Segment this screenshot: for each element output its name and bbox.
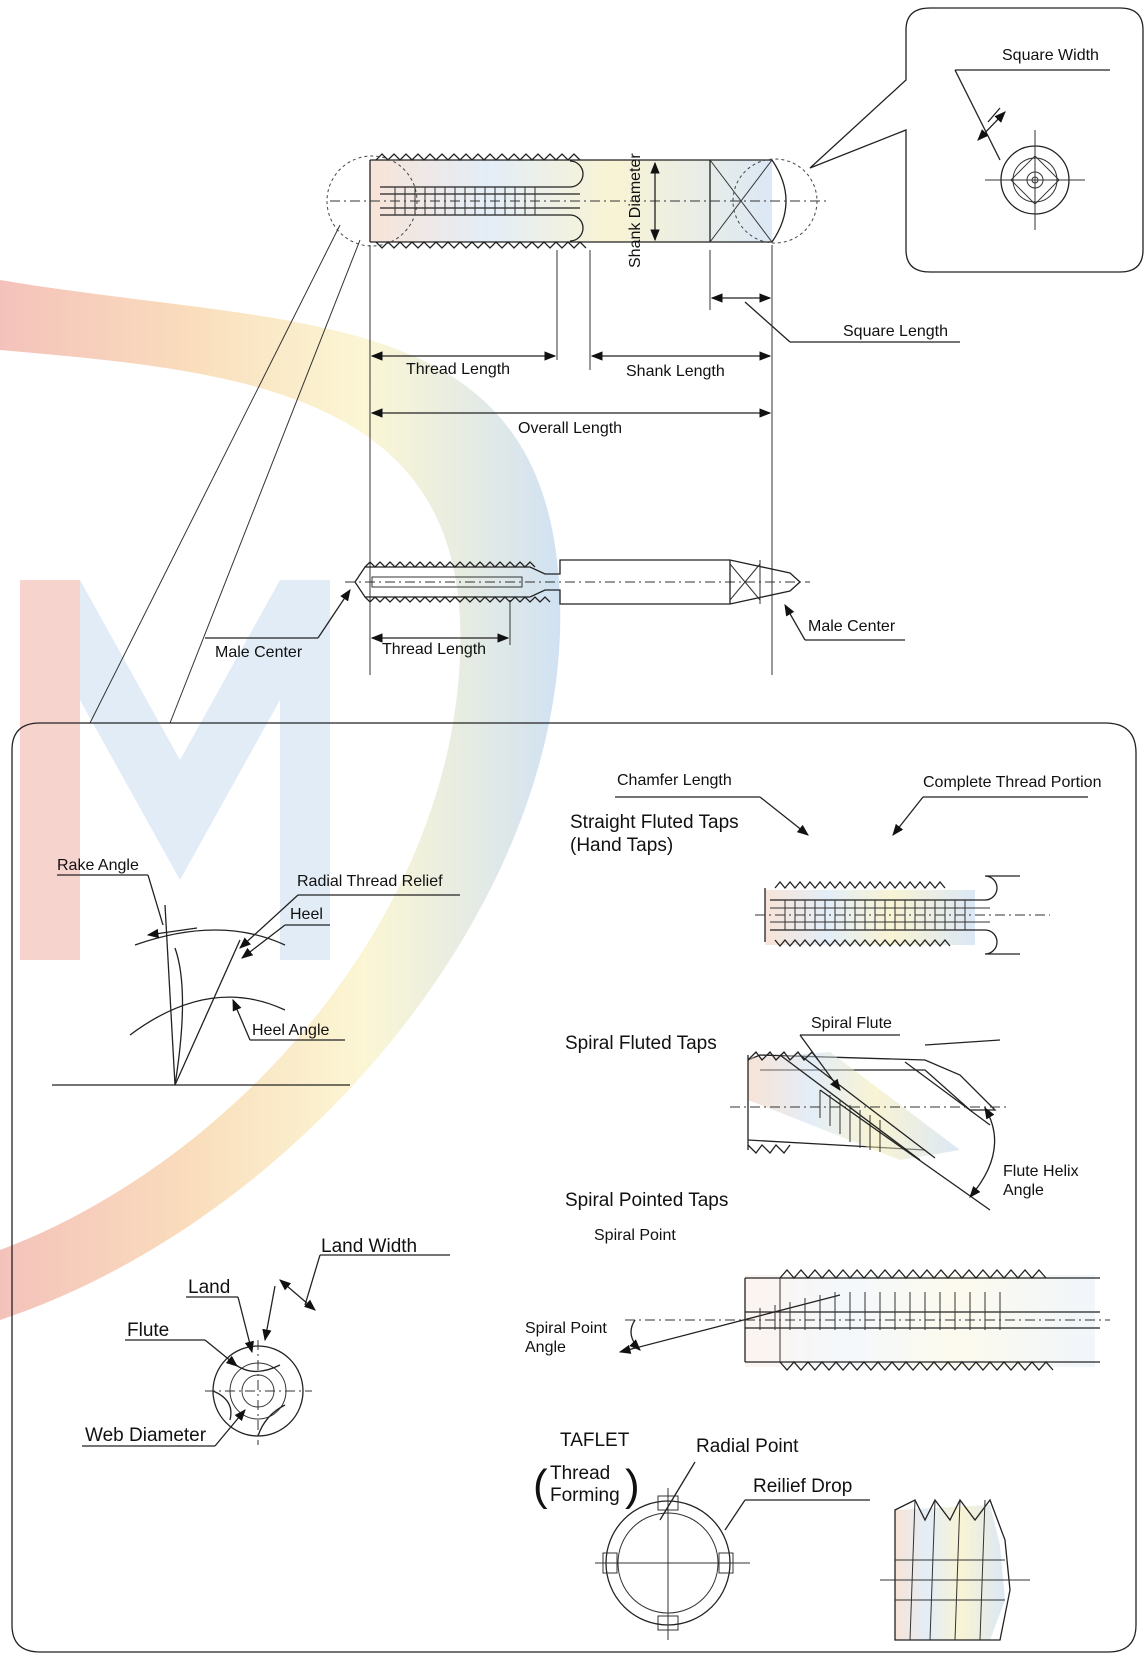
label-relief-drop: Reilief Drop bbox=[753, 1476, 852, 1497]
label-complete-thread-portion: Complete Thread Portion bbox=[923, 774, 1101, 791]
label-male-center-right: Male Center bbox=[808, 618, 896, 635]
spiral-fluted-tap-drawing bbox=[730, 1034, 1010, 1211]
label-taflet: TAFLET bbox=[560, 1430, 630, 1451]
label-spiral-fluted-taps: Spiral Fluted Taps bbox=[565, 1033, 717, 1054]
thread-profile-bottom bbox=[375, 241, 587, 249]
label-thread-forming-1: Thread bbox=[550, 1463, 610, 1484]
label-thread-length-top: Thread Length bbox=[406, 361, 510, 378]
label-chamfer-length: Chamfer Length bbox=[617, 772, 732, 789]
label-spiral-pointed-taps: Spiral Pointed Taps bbox=[565, 1190, 728, 1211]
label-flute: Flute bbox=[127, 1320, 169, 1341]
label-square-width: Square Width bbox=[1002, 47, 1099, 64]
label-web-diameter: Web Diameter bbox=[85, 1425, 207, 1446]
label-spiral-flute: Spiral Flute bbox=[811, 1015, 892, 1032]
label-thread-forming-2: Forming bbox=[550, 1485, 620, 1506]
taflet-side-view bbox=[880, 1498, 1030, 1641]
tap-main-drawing bbox=[326, 153, 830, 249]
paren-left: ( bbox=[533, 1461, 548, 1510]
label-square-length: Square Length bbox=[843, 323, 948, 340]
tap-long-shank-drawing bbox=[205, 559, 905, 645]
paren-right: ) bbox=[625, 1461, 640, 1510]
label-flute-helix-angle: Angle bbox=[1003, 1182, 1044, 1199]
label-flute-helix: Flute Helix bbox=[1003, 1163, 1079, 1180]
label-male-center-left: Male Center bbox=[215, 644, 303, 661]
label-spiral-point-angle-1: Spiral Point bbox=[525, 1320, 607, 1337]
thread-profile-top bbox=[375, 153, 581, 161]
detail-frame bbox=[11, 722, 1137, 1653]
label-rake-angle: Rake Angle bbox=[57, 857, 139, 874]
label-land-width: Land Width bbox=[321, 1236, 417, 1257]
square-width-callout bbox=[809, 7, 1144, 273]
labels: Square Width Shank Diameter Square Lengt… bbox=[57, 47, 1101, 1510]
label-straight-fluted-taps: Straight Fluted Taps bbox=[570, 812, 739, 833]
label-thread-length-bottom: Thread Length bbox=[382, 641, 486, 658]
spiral-pointed-tap-drawing bbox=[618, 1269, 1110, 1371]
label-hand-taps: (Hand Taps) bbox=[570, 835, 673, 856]
rake-angle-detail bbox=[52, 874, 460, 1086]
label-shank-diameter: Shank Diameter bbox=[627, 153, 644, 268]
label-radial-thread-relief: Radial Thread Relief bbox=[297, 873, 443, 890]
top-dimensions bbox=[89, 224, 960, 724]
straight-fluted-tap-drawing bbox=[615, 796, 1088, 955]
label-spiral-point: Spiral Point bbox=[594, 1227, 676, 1244]
label-radial-point: Radial Point bbox=[696, 1436, 799, 1457]
label-heel: Heel bbox=[290, 906, 323, 923]
label-heel-angle: Heel Angle bbox=[252, 1022, 329, 1039]
taflet-cross-section bbox=[595, 1461, 870, 1640]
watermark-logo bbox=[0, 280, 561, 1320]
label-shank-length: Shank Length bbox=[626, 363, 725, 380]
cross-section-detail bbox=[82, 1254, 450, 1447]
label-overall-length: Overall Length bbox=[518, 420, 622, 437]
label-spiral-point-angle-2: Angle bbox=[525, 1339, 566, 1356]
label-land: Land bbox=[188, 1277, 230, 1298]
